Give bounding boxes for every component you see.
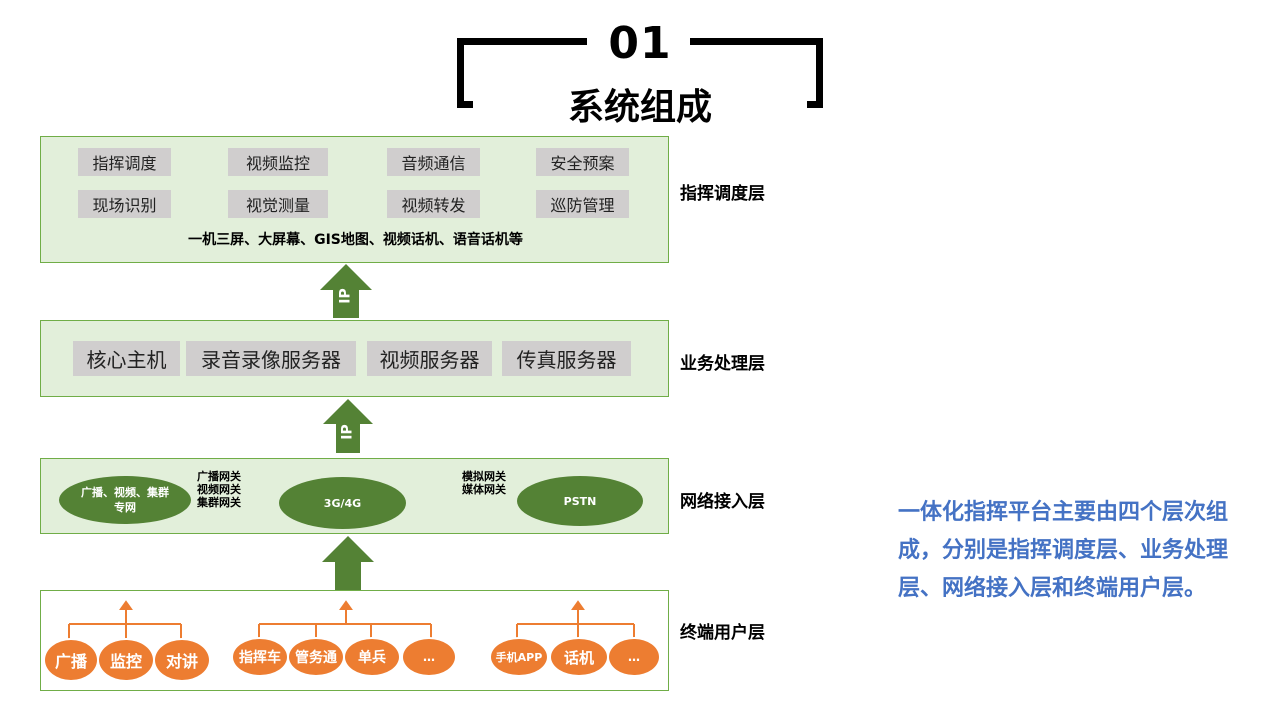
terminal-management-terminal: 管务通 [287,637,345,677]
arrow-up-3 [322,536,374,590]
bracket-left [457,38,464,108]
item-command-dispatch: 指挥调度 [78,148,171,176]
terminal-monitor: 监控 [97,638,155,682]
gateway-video: 视频网关 [197,483,241,496]
command-layer: 指挥调度 视频监控 音频通信 安全预案 现场识别 视觉测量 视频转发 巡防管理 … [40,136,669,263]
terminal-intercom: 对讲 [153,638,211,682]
ip-arrow-up-1 [320,264,372,318]
bracket-bottom-right [807,101,823,108]
bracket-top-left [457,38,587,45]
network-layer: 广播、视频、集群专网 广播网关 视频网关 集群网关 3G/4G 模拟网关 媒体网… [40,458,669,534]
ip-arrow-up-2 [323,399,373,453]
terminal-more-3: … [607,637,661,677]
item-video-server: 视频服务器 [367,341,492,376]
bracket-bottom-left [457,101,473,108]
business-layer: 核心主机 录音录像服务器 视频服务器 传真服务器 [40,320,669,397]
bracket-top-right [690,38,823,45]
command-devices-note: 一机三屏、大屏幕、GIS地图、视频话机、语音话机等 [188,232,523,248]
network-layer-label: 网络接入层 [680,492,765,512]
bracket-right [816,38,823,108]
item-video-forward: 视频转发 [387,190,480,218]
mobile-network-ellipse: 3G/4G [279,477,406,529]
private-network-text: 广播、视频、集群专网 [81,486,169,514]
item-audio-comm: 音频通信 [387,148,480,176]
terminal-phone: 话机 [549,637,609,677]
terminal-individual-soldier: 单兵 [343,637,401,677]
gateway-broadcast: 广播网关 [197,470,241,483]
ip-label-2: IP [339,424,356,440]
item-visual-measure: 视觉测量 [228,190,328,218]
section-number: 01 [608,18,672,69]
terminal-layer: 广播 监控 对讲 指挥车 管务通 单兵 … 手机APP 话机 … [40,590,669,691]
private-network-ellipse: 广播、视频、集群专网 [59,476,191,524]
gateways-left: 广播网关 视频网关 集群网关 [197,470,241,509]
item-core-host: 核心主机 [73,341,180,376]
item-fax-server: 传真服务器 [502,341,631,376]
item-video-monitor: 视频监控 [228,148,328,176]
page-title: 系统组成 [567,87,712,128]
terminal-command-vehicle: 指挥车 [231,637,289,677]
gateway-media: 媒体网关 [462,483,506,496]
terminal-layer-label: 终端用户层 [680,623,765,643]
gateway-cluster: 集群网关 [197,496,241,509]
item-recording-server: 录音录像服务器 [186,341,356,376]
summary-text: 一体化指挥平台主要由四个层次组成，分别是指挥调度层、业务处理层、网络接入层和终端… [898,500,1229,601]
item-safety-plan: 安全预案 [536,148,629,176]
pstn-ellipse: PSTN [517,476,643,526]
gateway-analog: 模拟网关 [462,470,506,483]
terminal-mobile-app: 手机APP [489,637,549,677]
terminal-more-2: … [401,637,457,677]
business-layer-label: 业务处理层 [680,354,765,374]
gateways-right: 模拟网关 媒体网关 [462,470,506,496]
item-patrol-manage: 巡防管理 [536,190,629,218]
ip-label-1: IP [337,288,354,304]
item-site-recognition: 现场识别 [78,190,171,218]
terminal-broadcast: 广播 [43,638,99,682]
command-layer-label: 指挥调度层 [680,184,765,204]
